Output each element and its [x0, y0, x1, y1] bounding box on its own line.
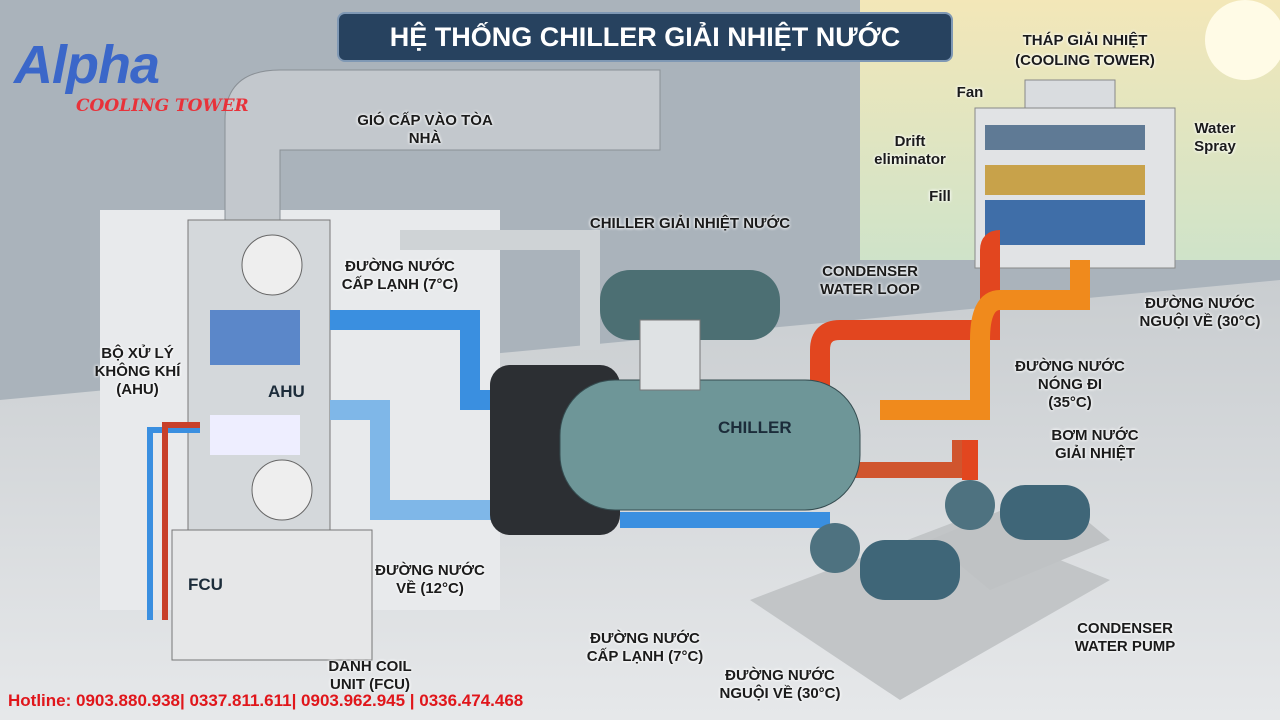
- label-ahu: AHU: [268, 382, 305, 401]
- control-panel: [639, 319, 701, 391]
- fcu-unit: [171, 529, 373, 661]
- chilled-pump: [810, 523, 860, 573]
- label-water-spray: Water Spray: [1194, 120, 1236, 155]
- label-fill: Fill: [929, 188, 951, 205]
- logo-brand: Alpha: [14, 35, 160, 95]
- condenser-hot-pipe: [810, 230, 1001, 410]
- chilled-return-pipe: [330, 400, 560, 520]
- page-title: HỆ THỐNG CHILLER GIẢI NHIỆT NƯỚC: [337, 12, 953, 62]
- label-chiller: CHILLER: [718, 418, 792, 437]
- label-fan: Fan: [956, 84, 984, 101]
- condenser-return-pipe: [880, 260, 1090, 420]
- hotline-text: Hotline: 0903.880.938| 0337.811.611| 090…: [8, 691, 524, 710]
- ahu-unit: [171, 219, 373, 661]
- cooling-tower: [974, 79, 1176, 269]
- label-fcu: FCU: [188, 575, 223, 594]
- label-hot-out: ĐƯỜNG NƯỚC NÓNG ĐI (35°C): [1015, 358, 1125, 411]
- label-supply-air: GIÓ CẤP VÀO TÒA NHÀ: [357, 112, 493, 147]
- label-condenser-pump: CONDENSER WATER PUMP: [1074, 620, 1176, 655]
- air-duct: [224, 69, 661, 231]
- label-fcu-desc: DANH COIL UNIT (FCU): [328, 658, 412, 693]
- label-cool-return-top: ĐƯỜNG NƯỚC NGUỘI VỀ (30°C): [1139, 295, 1261, 330]
- label-tower-title-1: THÁP GIẢI NHIỆT: [1022, 32, 1148, 49]
- label-pump-desc: BƠM NƯỚC GIẢI NHIỆT: [1051, 427, 1139, 462]
- label-tower-title-2: (COOLING TOWER): [1015, 52, 1155, 69]
- label-chilled-supply-bottom: ĐƯỜNG NƯỚC CẤP LẠNH (7°C): [586, 630, 704, 665]
- label-ahu-desc: BỘ XỬ LÝ KHÔNG KHÍ (AHU): [94, 345, 181, 398]
- logo-subtitle: COOLING TOWER: [76, 96, 249, 116]
- label-return-12: ĐƯỜNG NƯỚC VỀ (12°C): [375, 562, 485, 597]
- label-condenser-loop: CONDENSER WATER LOOP: [820, 263, 920, 298]
- sun-icon: [1205, 0, 1280, 80]
- label-drift-eliminator: Drift eliminator: [874, 133, 946, 168]
- label-chiller-title: CHILLER GIẢI NHIỆT NƯỚC: [589, 215, 791, 232]
- label-cool-return-bottom: ĐƯỜNG NƯỚC NGUỘI VỀ (30°C): [719, 667, 841, 702]
- chiller-unit: [400, 230, 861, 535]
- label-chilled-supply-top: ĐƯỜNG NƯỚC CẤP LẠNH (7°C): [341, 258, 459, 293]
- condenser-pump: [860, 485, 1090, 600]
